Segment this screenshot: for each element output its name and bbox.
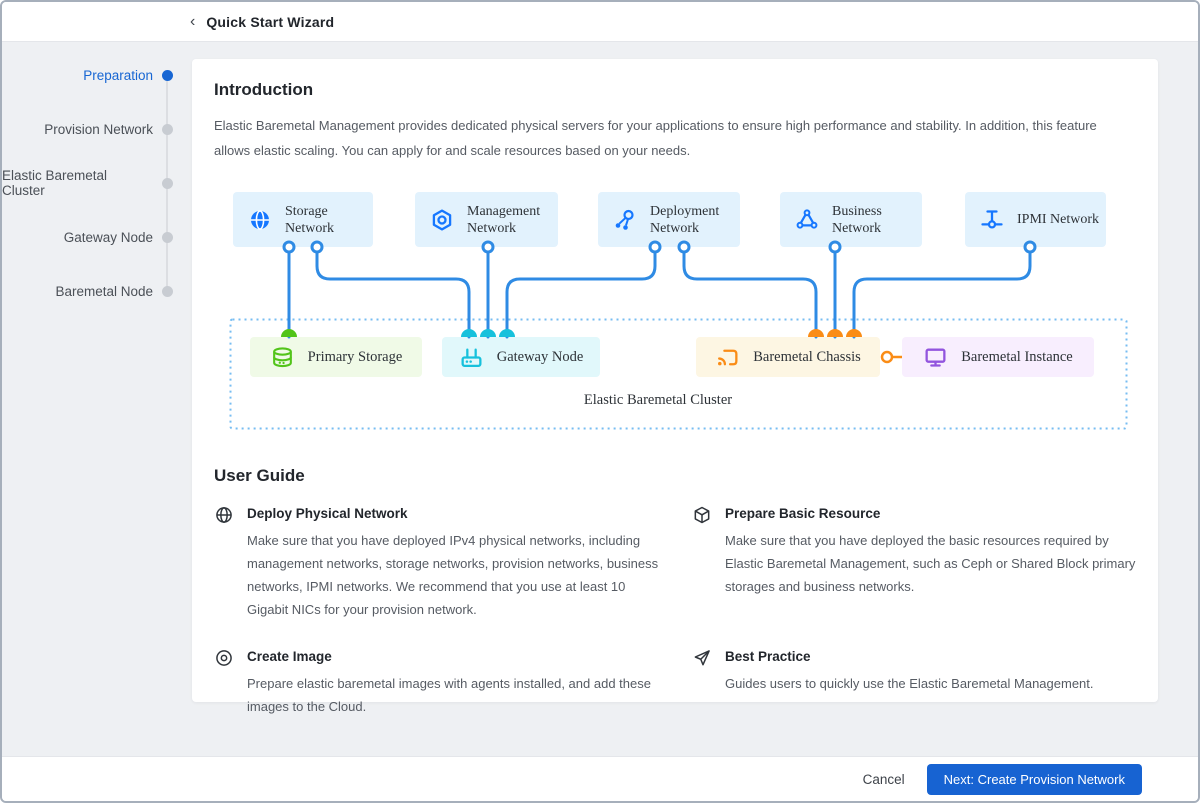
network-box-management: Management Network <box>415 192 558 247</box>
network-box-storage: Storage Network <box>233 192 373 247</box>
tri-cluster-icon <box>796 208 818 229</box>
guide-item-title: Prepare Basic Resource <box>725 506 881 521</box>
page-title: Quick Start Wizard <box>206 13 335 30</box>
guide-item-body: Guides users to quickly use the Elastic … <box>725 676 1094 691</box>
guide-item-title: Deploy Physical Network <box>247 506 408 521</box>
cube-icon <box>692 505 712 621</box>
guide-item-body: Prepare elastic baremetal images with ag… <box>247 676 651 714</box>
step-dot <box>162 69 173 81</box>
database-icon <box>272 346 292 367</box>
network-box-deployment: Deployment Network <box>598 192 740 247</box>
step-label: Gateway Node <box>63 229 153 245</box>
connection-lines <box>287 251 1032 339</box>
network-box-label: Storage Network <box>285 203 334 236</box>
chassis-instance-link <box>880 350 902 364</box>
cluster-node-label: Baremetal Instance <box>961 348 1073 365</box>
architecture-diagram: Storage Network Management Network Deplo… <box>214 184 1149 439</box>
network-box-label: Business Network <box>832 203 882 236</box>
introduction-heading: Introduction <box>214 80 314 99</box>
guide-item-deploy-physical-network: Deploy Physical Network Make sure that y… <box>214 505 666 621</box>
step-label: Preparation <box>83 67 153 83</box>
monitor-icon <box>925 348 946 367</box>
globe-icon <box>251 209 269 230</box>
router-icon <box>461 348 482 367</box>
user-guide-heading: User Guide <box>214 466 305 485</box>
stepper-item-provision-network[interactable]: Provision Network <box>2 119 173 139</box>
cluster-node-label: Baremetal Chassis <box>753 348 861 365</box>
cluster-node-gateway-node: Gateway Node <box>442 337 600 377</box>
user-guide-grid: Deploy Physical Network Make sure that y… <box>214 505 1136 718</box>
guide-item-title: Create Image <box>247 649 332 664</box>
network-box-label: IPMI Network <box>1017 212 1100 227</box>
introduction-text: Elastic Baremetal Management provides de… <box>214 118 1097 158</box>
globe-icon <box>214 505 234 621</box>
step-label: Elastic Baremetal Cluster <box>2 168 108 198</box>
cluster-node-baremetal-instance: Baremetal Instance <box>902 337 1094 377</box>
cluster-node-baremetal-chassis: Baremetal Chassis <box>696 337 880 377</box>
content-card: Introduction Elastic Baremetal Managemen… <box>192 59 1158 714</box>
target-icon <box>214 648 234 718</box>
next-create-provision-network-button[interactable]: Next: Create Provision Network <box>926 763 1142 795</box>
guide-item-create-image: Create Image Prepare elastic baremetal i… <box>214 648 666 718</box>
cancel-button[interactable]: Cancel <box>862 771 905 787</box>
footer-action-bar: Cancel Next: Create Provision Network <box>2 756 1198 801</box>
cluster-node-label: Primary Storage <box>307 348 403 365</box>
network-box-ipmi: IPMI Network <box>965 192 1106 247</box>
step-dot <box>162 231 173 243</box>
step-label: Provision Network <box>44 121 153 137</box>
share-nodes-icon <box>615 209 634 230</box>
cluster-node-primary-storage: Primary Storage <box>250 337 422 377</box>
top-bar: ‹ Quick Start Wizard <box>2 2 1198 42</box>
cluster-node-label: Gateway Node <box>496 348 584 365</box>
network-box-business: Business Network <box>780 192 922 247</box>
back-chevron-icon[interactable]: ‹ <box>190 12 196 30</box>
step-dot <box>162 123 173 135</box>
network-box-label: Management Network <box>467 203 541 236</box>
stepper-item-baremetal-node[interactable]: Baremetal Node <box>2 281 173 301</box>
guide-item-prepare-basic-resource: Prepare Basic Resource Make sure that yo… <box>692 505 1144 621</box>
guide-item-body: Make sure that you have deployed the bas… <box>725 533 1136 594</box>
guide-item-body: Make sure that you have deployed IPv4 ph… <box>247 533 659 617</box>
stepper-item-elastic-baremetal-cluster[interactable]: Elastic Baremetal Cluster <box>2 168 173 198</box>
send-icon <box>692 648 712 718</box>
hexagon-nut-icon <box>432 208 452 231</box>
guide-item-title: Best Practice <box>725 649 811 664</box>
stepper-item-gateway-node[interactable]: Gateway Node <box>2 227 173 247</box>
cluster-caption: Elastic Baremetal Cluster <box>583 392 733 408</box>
guide-item-best-practice: Best Practice Guides users to quickly us… <box>692 648 1144 718</box>
step-label: Baremetal Node <box>55 283 153 299</box>
stepper-item-preparation[interactable]: Preparation <box>2 65 173 85</box>
arrival-dots <box>281 329 862 337</box>
step-dot <box>162 177 173 189</box>
network-box-label: Deployment Network <box>650 203 720 236</box>
cast-icon <box>718 349 738 365</box>
step-dot <box>162 285 173 297</box>
pin-ground-icon <box>981 209 1003 229</box>
